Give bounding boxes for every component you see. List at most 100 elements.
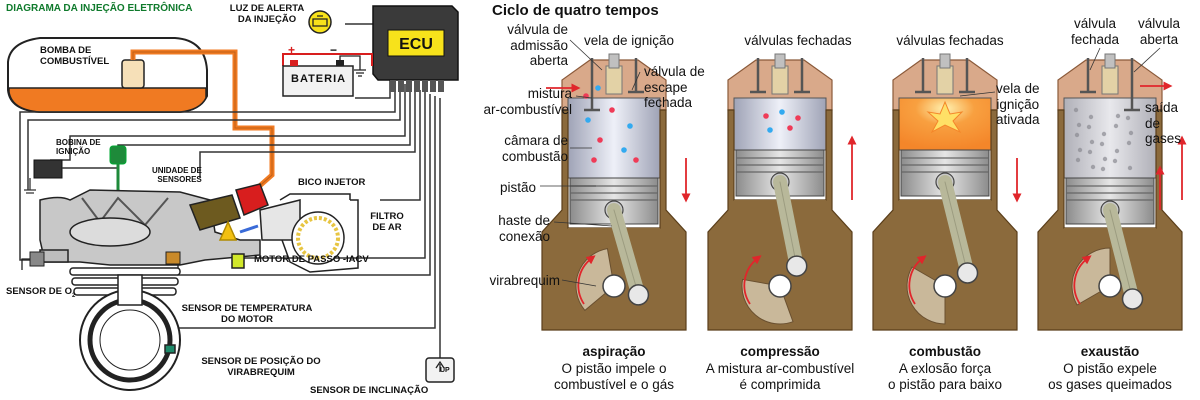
exhaust-particle-12	[1088, 114, 1094, 120]
battery-plus: +	[288, 43, 296, 57]
exhaust-valve-closed-label: válvula de escape fechada	[644, 64, 705, 111]
exhaust-valve	[794, 58, 810, 94]
spark-plug	[936, 65, 954, 95]
exhaust-particle-10	[1126, 140, 1132, 146]
exhaust-particle-20	[1128, 130, 1134, 136]
intake-valve	[584, 58, 600, 112]
intake-valve	[915, 58, 931, 94]
exhaust-particle-21	[1077, 147, 1083, 153]
exhaust-particle-8	[1100, 166, 1106, 172]
exhaust-particle-11	[1075, 157, 1081, 163]
mixture-dot-12	[795, 115, 801, 121]
crank-pin	[956, 262, 979, 284]
spark-plug-label: vela de ignição	[584, 33, 675, 48]
exhaust-particle-6	[1074, 132, 1080, 138]
exhaust-particle-17	[1089, 139, 1095, 145]
crank-pin	[1121, 288, 1144, 310]
cylinder-stroke-2	[707, 53, 857, 331]
air-fuel-mix-label: mistura ar-combustível	[483, 86, 572, 117]
exhaust-particle-2	[1086, 124, 1092, 130]
intake-valve	[1080, 58, 1096, 94]
rotation-arrow	[743, 255, 762, 305]
stroke-name-1: aspiração	[582, 344, 646, 359]
fuel-tank	[7, 37, 208, 113]
injection-panel	[7, 5, 459, 391]
injection-diagram-title: DIAGRAMA DA INJEÇÃO ELETRÔNICA	[6, 3, 193, 14]
stroke-description-1: O pistão impele o combustível e o gás	[553, 361, 675, 392]
valves-closed-label-2: válvulas fechadas	[896, 33, 1004, 48]
leader-line-10	[959, 91, 996, 97]
crankshaft-journal	[933, 274, 957, 298]
mixture-dot-10	[763, 113, 769, 119]
leader-line-2	[631, 71, 641, 91]
exhaust-particle-22	[1090, 164, 1096, 170]
stroke-description-3: A exlosão força o pistão para baixo	[887, 361, 1003, 392]
crank-pin	[785, 255, 808, 277]
exhaust-particle-18	[1102, 156, 1108, 162]
rotation-arrow	[577, 255, 596, 305]
leader-line-7	[561, 279, 597, 287]
stroke-name-3: combustão	[908, 344, 981, 359]
tilt-sensor-label: SENSOR DE INCLINAÇÃO	[310, 385, 429, 396]
mixture-dot-8	[595, 85, 601, 91]
intake-assembly	[188, 183, 301, 269]
battery	[282, 53, 373, 97]
mixture-dot-4	[597, 137, 603, 143]
tilt-sensor	[425, 357, 455, 383]
cylinder-stroke-3	[872, 53, 1022, 331]
spark-plug-tip	[774, 53, 786, 69]
exhaust-particle-13	[1101, 131, 1107, 137]
exhaust-particle-7	[1087, 149, 1093, 155]
valve-open-label: válvula aberta	[1137, 16, 1181, 47]
mixture-dot-13	[767, 127, 773, 133]
fuel-line	[130, 49, 275, 200]
battery-label: BATERIA	[291, 73, 347, 85]
connecting-rod-label: haste de conexão	[498, 213, 550, 244]
ignition-coil-label: BOBINA DE IGNIÇÃO	[56, 138, 101, 157]
stroke-description-4: O pistão expele os gases queimados	[1048, 361, 1172, 392]
crankshaft-journal	[768, 274, 792, 298]
stroke-name-2: compressão	[740, 344, 820, 359]
leader-line-3	[575, 95, 593, 99]
mixture-dot-7	[633, 157, 639, 163]
mixture-dot-5	[621, 147, 627, 153]
intake-valve	[750, 58, 766, 94]
spark-plug-fired-label: vela de ignição ativada	[996, 81, 1040, 128]
exhaust-gases-label: saída de gases	[1145, 100, 1182, 147]
temperature-sensor	[165, 251, 181, 265]
idle-motor-label: MOTOR DE PASSO -IACV	[254, 254, 369, 265]
svg-text:ECU: ECU	[399, 36, 433, 53]
ecu-box	[372, 5, 459, 92]
injector-label: BICO INJETOR	[298, 177, 366, 188]
valve-closed-label: válvula fechada	[1070, 16, 1120, 47]
battery-minus: −	[330, 43, 338, 57]
rotation-arrow	[908, 255, 927, 305]
leader-line-8	[1089, 47, 1101, 71]
leader-line-1	[569, 39, 603, 71]
cylinder-stroke-4	[1037, 53, 1187, 331]
exhaust-particle-16	[1076, 122, 1082, 128]
mixture-dot-9	[583, 93, 589, 99]
crankshaft-label: virabrequim	[489, 273, 560, 288]
four-stroke-artwork	[540, 39, 1187, 331]
stroke-name-4: exaustão	[1080, 344, 1140, 359]
warning-light-label: LUZ DE ALERTA DA INJEÇÃO	[229, 3, 305, 25]
spark-plug-tip	[1104, 53, 1116, 69]
spark-plug-tip	[608, 53, 620, 69]
rotation-arrow	[1073, 255, 1092, 305]
mixture-dot-14	[787, 125, 793, 131]
exhaust-valve	[959, 58, 975, 94]
crank-sensor-label: SENSOR DE POSIÇÃO DO VIRABREQUIM	[201, 356, 321, 378]
leader-line-6	[553, 221, 613, 227]
leader-line-9	[1133, 47, 1161, 73]
valves-closed-label-1: válvulas fechadas	[744, 33, 852, 48]
tilt-sensor-up: UP	[440, 367, 450, 374]
ignition-coil	[24, 159, 118, 194]
mixture-dot-11	[779, 109, 785, 115]
exhaust-particle-14	[1114, 148, 1120, 154]
exhaust-particle-15	[1127, 165, 1133, 171]
crankshaft-journal	[1098, 274, 1122, 298]
o2-sensor-text: SENSOR DE O	[6, 286, 72, 297]
exhaust-valve	[628, 58, 644, 94]
